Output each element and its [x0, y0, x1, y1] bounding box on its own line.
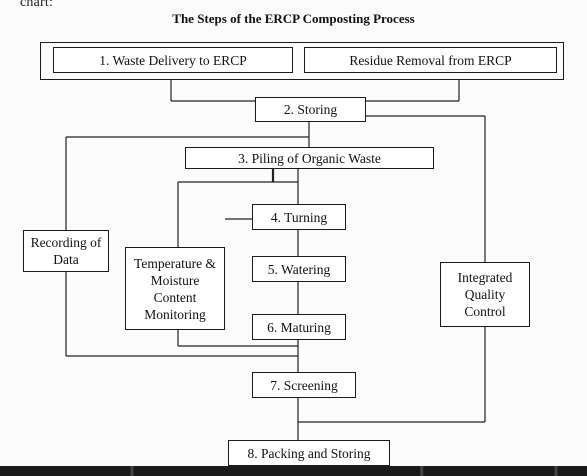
step-maturing: 6. Maturing [252, 314, 346, 340]
step-storing: 2. Storing [255, 97, 366, 122]
step-residue-removal: Residue Removal from ERCP [304, 47, 557, 73]
stray-text: chart: [20, 0, 54, 10]
diagram-title: The Steps of the ERCP Composting Process [172, 11, 415, 26]
top-group-frame [40, 42, 564, 80]
step-packing: 8. Packing and Storing [228, 440, 390, 466]
side-recording-of-data: Recording of Data [23, 230, 109, 272]
side-monitoring: Temperature & Moisture Content Monitorin… [125, 247, 225, 330]
step-waste-delivery: 1. Waste Delivery to ERCP [53, 47, 293, 73]
bottom-edge-band [0, 466, 587, 476]
step-screening: 7. Screening [252, 372, 356, 398]
step-watering: 5. Watering [252, 256, 346, 282]
side-quality-control: Integrated Quality Control [440, 262, 530, 327]
step-piling: 3. Piling of Organic Waste [185, 147, 434, 169]
step-turning: 4. Turning [252, 204, 346, 230]
